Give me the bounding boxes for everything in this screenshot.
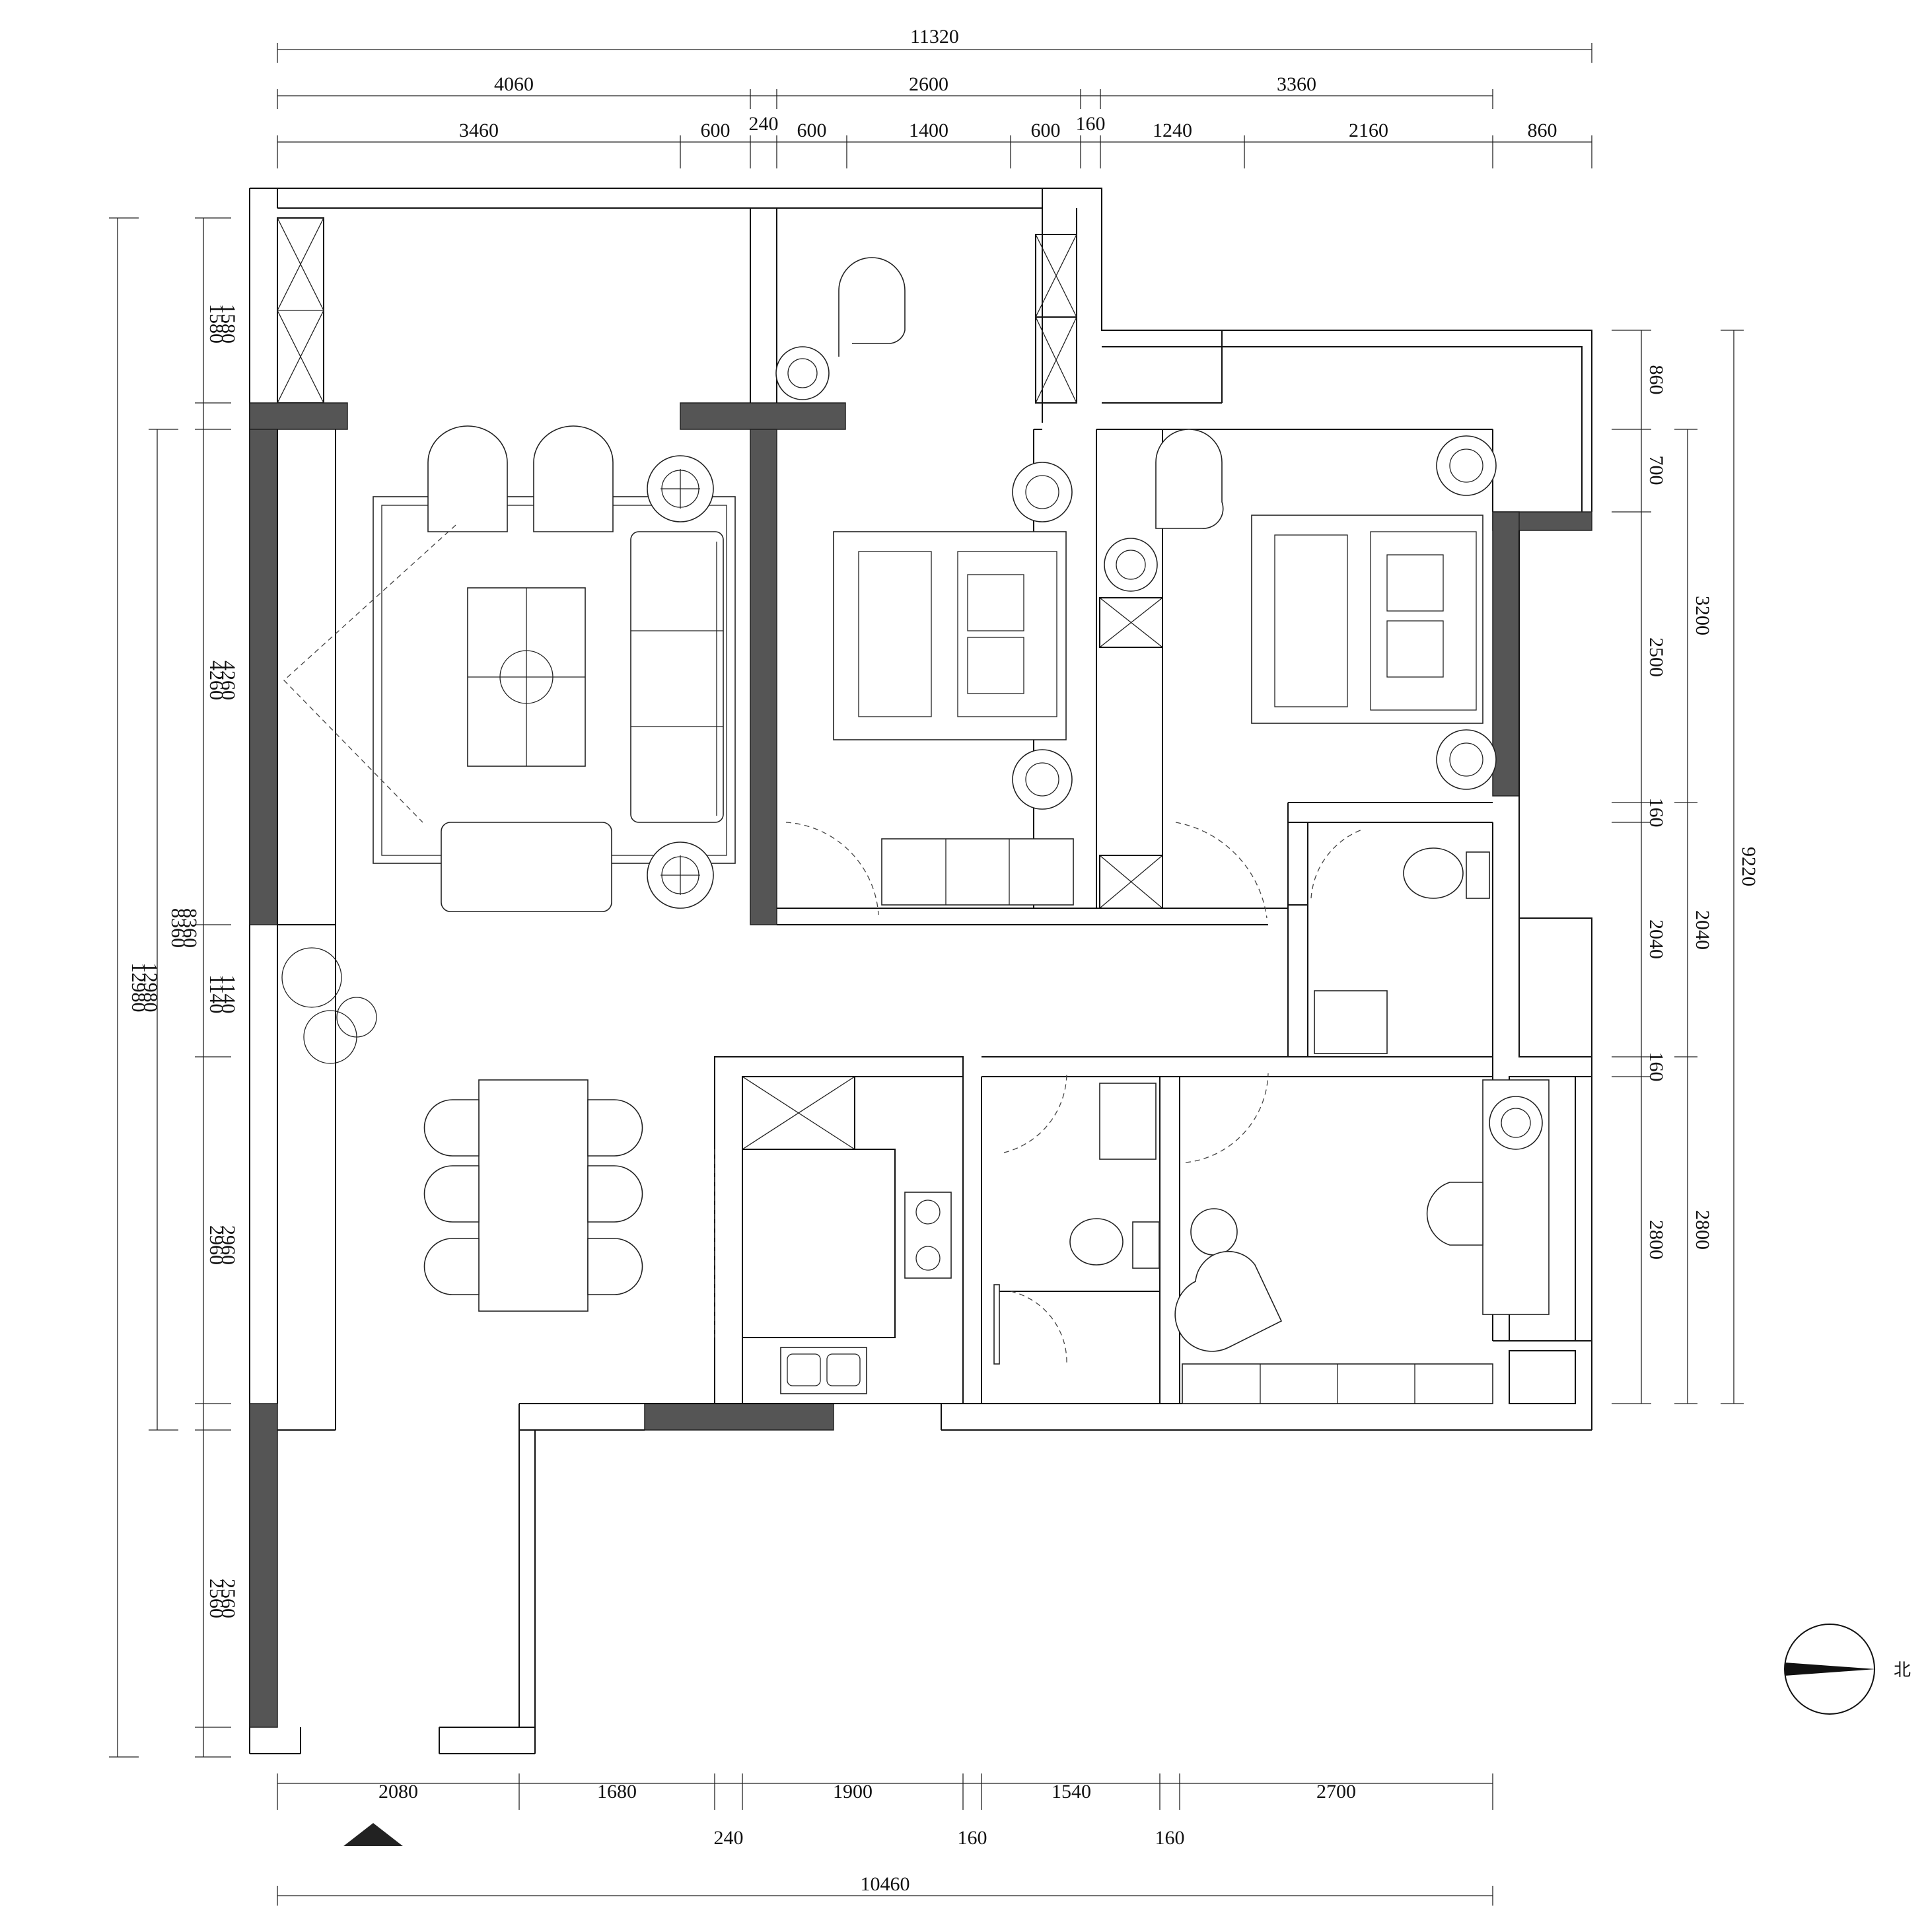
dim-left-inner-4: 1140	[205, 975, 227, 1014]
sink-icon	[780, 1347, 867, 1394]
dim-bottom-1-4: 2700	[1316, 1781, 1356, 1803]
dim-left-inner-3: 4260	[217, 661, 239, 700]
dim-bottom-1-1: 1680	[597, 1781, 637, 1803]
dim-top-2-1: 2600	[909, 73, 948, 95]
dim-top-3-3: 600	[797, 120, 827, 141]
lamp-icon	[1489, 1096, 1543, 1150]
compass-icon: 北	[1784, 1624, 1911, 1715]
dining-area	[423, 1079, 643, 1312]
dim-bottom-1-0: 2080	[378, 1781, 418, 1803]
dim-top-3-7: 1240	[1153, 120, 1192, 141]
dim-top-3-6: 160	[1076, 113, 1106, 135]
dim-left-inner-1: 1580	[217, 304, 239, 343]
dim-top-3-0: 3460	[459, 120, 499, 141]
dim-bottom-2-1: 160	[958, 1827, 987, 1849]
wall-segment	[1492, 511, 1520, 797]
bed-icon	[833, 531, 1067, 740]
dim-right-mid-0: 3200	[1692, 596, 1713, 635]
living-room	[281, 425, 736, 1064]
plant-icon	[499, 650, 553, 704]
dim-bottom-overall: 10460	[861, 1873, 910, 1895]
lamp-icon	[647, 455, 714, 522]
third-bedroom	[1174, 1073, 1550, 1404]
dim-left-inner-5: 1140	[217, 975, 239, 1014]
sofa-icon	[630, 531, 724, 823]
dim-left-mid: 8360	[167, 908, 189, 948]
bathroom-lower	[993, 1073, 1160, 1365]
bathroom-upper	[1310, 828, 1490, 1054]
dim-left-inner-2: 4260	[205, 661, 227, 700]
dim-bottom-2-0: 240	[714, 1827, 744, 1849]
wall-segment	[249, 1403, 278, 1728]
wardrobe	[1099, 429, 1163, 909]
dim-left-mid2: 8360	[179, 908, 201, 948]
plant-icon	[281, 947, 377, 1064]
dim-top-3-4: 1400	[909, 120, 948, 141]
master-bedroom	[775, 257, 1074, 915]
dining-table-icon	[478, 1079, 589, 1312]
lamp-icon	[775, 346, 830, 400]
dim-bottom-2-2: 160	[1155, 1827, 1185, 1849]
bed-icon	[1251, 515, 1483, 724]
dim-left-inner-7: 2960	[217, 1225, 239, 1265]
plant-icon	[1190, 1208, 1238, 1256]
dim-top-3-2: 240	[749, 113, 779, 135]
dim-right-outer: 9220	[1738, 847, 1760, 886]
wall-segment	[680, 402, 846, 430]
lamp-icon	[647, 841, 714, 909]
armchair-icon	[427, 425, 508, 532]
dim-top-3-5: 600	[1031, 120, 1061, 141]
dim-left-inner-0: 1580	[205, 304, 227, 343]
dim-left-outer2: 12980	[139, 963, 161, 1013]
walls	[249, 188, 1592, 1754]
compass-north-label: 北	[1894, 1661, 1911, 1680]
dim-right-inner-2: 2500	[1645, 637, 1667, 677]
dim-right-inner-4: 2040	[1645, 919, 1667, 959]
wall-segment	[249, 429, 278, 925]
dim-bottom-1-2: 1900	[833, 1781, 873, 1803]
dim-right-inner-1: 700	[1645, 456, 1667, 485]
dim-top-2-0: 4060	[494, 73, 534, 95]
dim-top-2-2: 3360	[1277, 73, 1316, 95]
lamp-icon	[1012, 462, 1073, 522]
dim-left-inner-8: 2560	[205, 1579, 227, 1618]
dim-left-inner-6: 2960	[205, 1225, 227, 1265]
dim-top-3-1: 600	[701, 120, 731, 141]
dimension-lines	[109, 43, 1744, 1906]
toilet-icon	[1069, 1218, 1160, 1269]
dim-left-outer: 12980	[127, 963, 149, 1013]
dim-bottom-1-3: 1540	[1052, 1781, 1091, 1803]
second-bedroom	[1155, 429, 1497, 919]
sink-icon	[1314, 990, 1388, 1054]
lamp-icon	[1436, 729, 1497, 790]
dim-right-inner-6: 2800	[1645, 1220, 1667, 1260]
dim-right-mid-1: 2040	[1692, 910, 1713, 950]
entrance-arrow-icon	[343, 1823, 403, 1846]
wall-segment	[644, 1403, 834, 1431]
lamp-icon	[1012, 749, 1073, 810]
dim-right-inner-0: 860	[1645, 365, 1667, 395]
dim-top-3-9: 860	[1528, 120, 1557, 141]
dimension-labels: 11320 4060 2600 3360 3460 600 240 600 14…	[127, 26, 1760, 1895]
dim-right-inner-5: 160	[1645, 1052, 1667, 1082]
dim-right-inner-3: 160	[1645, 798, 1667, 828]
dim-top-overall: 11320	[910, 26, 959, 48]
sink-icon	[1099, 1083, 1157, 1160]
lamp-icon	[1104, 538, 1158, 592]
stove-icon	[904, 1192, 952, 1279]
kitchen	[714, 1076, 952, 1394]
lamp-icon	[1436, 435, 1497, 496]
wall-segment	[750, 429, 777, 925]
armchair-icon	[533, 425, 614, 532]
dim-top-3-8: 2160	[1349, 120, 1388, 141]
wall-segment	[249, 402, 348, 430]
dim-right-mid-2: 2800	[1692, 1210, 1713, 1250]
toilet-icon	[1403, 847, 1490, 899]
dim-left-inner-9: 2560	[217, 1579, 239, 1618]
